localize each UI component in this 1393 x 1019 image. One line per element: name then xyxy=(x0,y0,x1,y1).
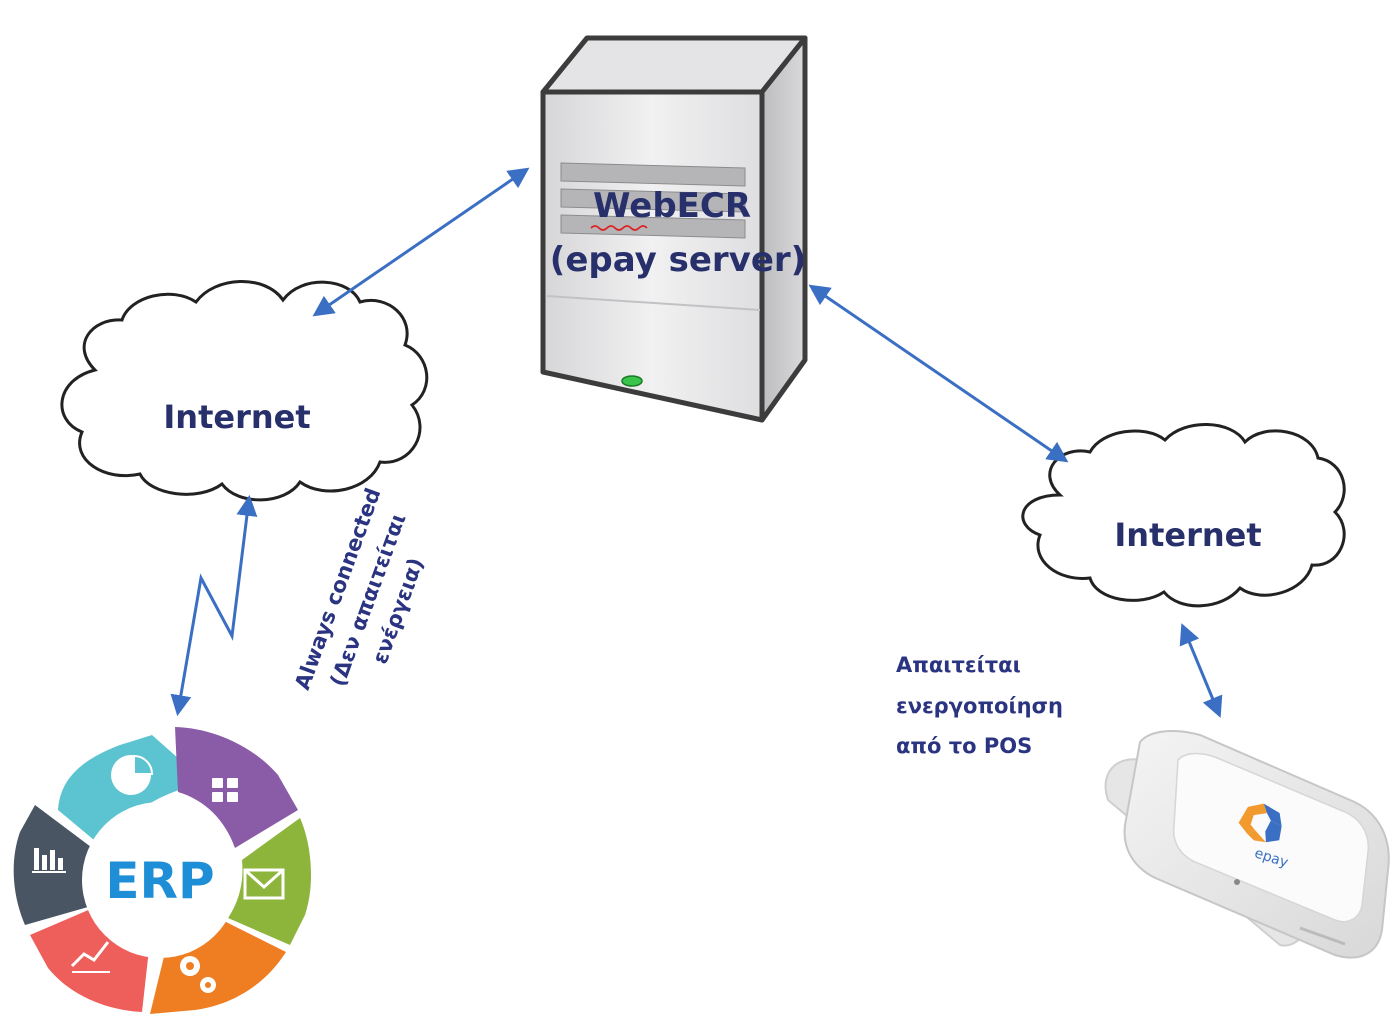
line-chart-icon xyxy=(70,941,110,973)
server-subtitle: (epay server) xyxy=(550,240,806,280)
arrow-erp-to-cloud-left-lightning xyxy=(170,494,258,717)
internet-cloud-left: Internet xyxy=(60,280,429,502)
pie-chart-icon xyxy=(111,754,154,795)
spellcheck-underline xyxy=(590,225,648,231)
epay-logo-icon xyxy=(1238,803,1282,843)
server-tower: WebECR (epay server) xyxy=(540,35,808,423)
grid-icon xyxy=(212,778,238,802)
server-title: WebECR xyxy=(593,186,751,226)
pos-note-line-3: από το POS xyxy=(896,734,1032,758)
gears-icon xyxy=(180,956,216,993)
arrow-cloud-left-to-server xyxy=(312,167,530,317)
pos-activation-note: Απαιτείται ενεργοποίηση από το POS xyxy=(896,653,1063,758)
pos-card-slot xyxy=(1299,926,1346,946)
bar-chart-icon xyxy=(32,848,66,873)
cloud-right-label: Internet xyxy=(1114,516,1261,554)
pos-side-button xyxy=(1234,879,1240,885)
connection-arrows xyxy=(170,167,1223,718)
drive-bays xyxy=(560,162,746,239)
pos-note-line-1: Απαιτείται xyxy=(896,653,1021,677)
envelope-icon xyxy=(243,868,285,900)
cloud-left-label: Internet xyxy=(163,398,310,436)
arrow-server-to-cloud-right xyxy=(808,284,1069,463)
pos-terminal: epay xyxy=(1104,730,1390,959)
erp-label: ERP xyxy=(105,852,214,910)
erp-link-note: Always connected (Δεν απαιτείται ενέργει… xyxy=(290,485,428,693)
power-led-icon xyxy=(621,375,643,387)
erp-center xyxy=(82,802,238,958)
pos-note-line-2: ενεργοποίηση xyxy=(896,694,1063,718)
internet-cloud-right: Internet xyxy=(1021,423,1346,608)
erp-wheel: ERP xyxy=(13,727,312,1014)
arrow-cloud-right-to-pos xyxy=(1179,623,1223,718)
